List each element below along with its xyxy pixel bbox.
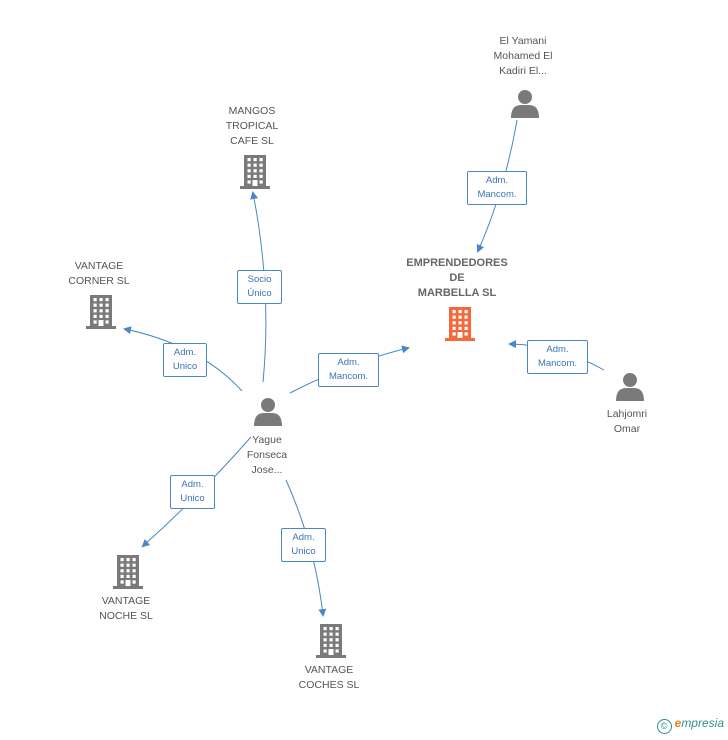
node-icons [86, 90, 644, 658]
relation-line: Adm. [485, 175, 509, 186]
relation-line: Mancom. [328, 371, 369, 382]
label-line: TROPICAL [225, 120, 279, 132]
node-label-emprendedores[interactable]: EMPRENDEDORES DE MARBELLA SL [397, 256, 517, 301]
copyright-icon: © [656, 719, 672, 734]
node-label-vantage-corner[interactable]: VANTAGE CORNER SL [39, 259, 159, 289]
building-icon[interactable] [86, 295, 116, 329]
building-icon[interactable] [316, 624, 346, 658]
label-line: Mohamed El [493, 50, 553, 62]
label-line: El Yamani [499, 35, 547, 47]
relation-line: Socio [247, 274, 272, 285]
relation-badge-lahjomri[interactable]: Adm. Mancom. [527, 340, 588, 374]
label-line: Omar [613, 423, 641, 435]
label-line: Yague [252, 434, 282, 446]
relation-badge-corner[interactable]: Adm. Unico [163, 343, 207, 377]
relation-line: Adm. [292, 532, 315, 543]
label-line: CORNER SL [68, 275, 130, 287]
building-icon[interactable] [240, 155, 270, 189]
person-icon[interactable] [511, 90, 539, 118]
label-line: Fonseca [246, 449, 288, 461]
relation-line: Mancom. [537, 358, 578, 369]
label-line: VANTAGE [74, 260, 124, 272]
label-line: VANTAGE [304, 664, 354, 676]
node-label-el-yamani[interactable]: El Yamani Mohamed El Kadiri El... [463, 34, 583, 79]
brand-initial: e [674, 716, 682, 730]
node-label-mangos[interactable]: MANGOS TROPICAL CAFE SL [192, 104, 312, 149]
label-line: DE [449, 272, 465, 284]
label-line: MANGOS [228, 105, 276, 117]
label-line: MARBELLA SL [417, 287, 497, 299]
node-label-vantage-coches[interactable]: VANTAGE COCHES SL [269, 663, 389, 693]
relation-line: Adm. [173, 347, 197, 358]
relation-line: Unico [172, 361, 198, 372]
empresia-footer[interactable]: ©empresia [656, 716, 724, 734]
relation-line: Único [247, 288, 272, 299]
relation-badge-socio-unico[interactable]: Socio Único [237, 270, 282, 304]
label-line: Kadiri El... [499, 65, 547, 77]
relation-badge-noche[interactable]: Adm. Unico [170, 475, 215, 509]
label-line: COCHES SL [298, 679, 360, 691]
label-line: Lahjomri [606, 408, 648, 420]
label-line: Jose... [251, 464, 283, 476]
node-label-vantage-noche[interactable]: VANTAGE NOCHE SL [66, 594, 186, 624]
relation-line: Unico [180, 493, 205, 504]
relation-badge-coches[interactable]: Adm. Unico [281, 528, 326, 562]
label-line: VANTAGE [101, 595, 151, 607]
relation-line: Mancom. [477, 189, 517, 200]
node-label-lahjomri[interactable]: Lahjomri Omar [567, 407, 687, 437]
label-line: CAFE SL [230, 135, 274, 147]
relation-line: Adm. [337, 357, 360, 368]
relation-badge-yamani[interactable]: Adm. Mancom. [467, 171, 527, 205]
label-line: EMPRENDEDORES [406, 257, 508, 269]
relation-badge-yague-emprendedores[interactable]: Adm. Mancom. [318, 353, 379, 387]
building-icon[interactable] [445, 307, 475, 341]
person-icon[interactable] [616, 373, 644, 401]
person-icon[interactable] [254, 398, 282, 426]
relation-line: Adm. [546, 344, 569, 355]
label-line: NOCHE SL [99, 610, 153, 622]
node-label-yague[interactable]: Yague Fonseca Jose... [207, 433, 327, 478]
relation-line: Unico [291, 546, 316, 557]
building-icon[interactable] [113, 555, 143, 589]
relation-line: Adm. [181, 479, 204, 490]
brand-name: mpresia [681, 716, 724, 730]
